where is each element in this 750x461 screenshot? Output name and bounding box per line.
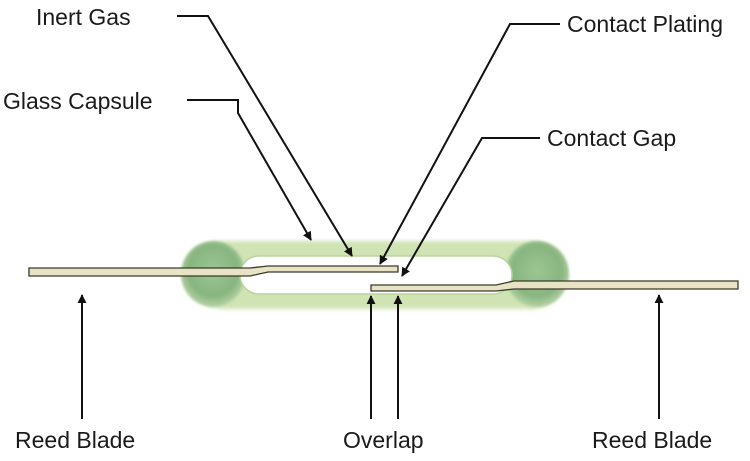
label-glass-capsule: Glass Capsule bbox=[3, 88, 153, 114]
reed-blade-right bbox=[370, 280, 739, 292]
label-reed-blade-right: Reed Blade bbox=[592, 427, 712, 453]
reed-blade-left bbox=[28, 265, 399, 277]
glass-end-bulb-right bbox=[505, 241, 569, 307]
label-overlap: Overlap bbox=[343, 427, 424, 453]
label-reed-blade-left: Reed Blade bbox=[15, 427, 135, 453]
leader-contact-plating bbox=[379, 23, 560, 265]
label-contact-plating: Contact Plating bbox=[567, 11, 723, 37]
leader-lines bbox=[77, 15, 664, 419]
label-contact-gap: Contact Gap bbox=[547, 125, 676, 151]
leader-contact-gap bbox=[401, 137, 540, 277]
leader-glass-capsule bbox=[187, 99, 312, 241]
label-inert-gas: Inert Gas bbox=[36, 4, 131, 30]
leader-inert-gas bbox=[177, 15, 353, 257]
